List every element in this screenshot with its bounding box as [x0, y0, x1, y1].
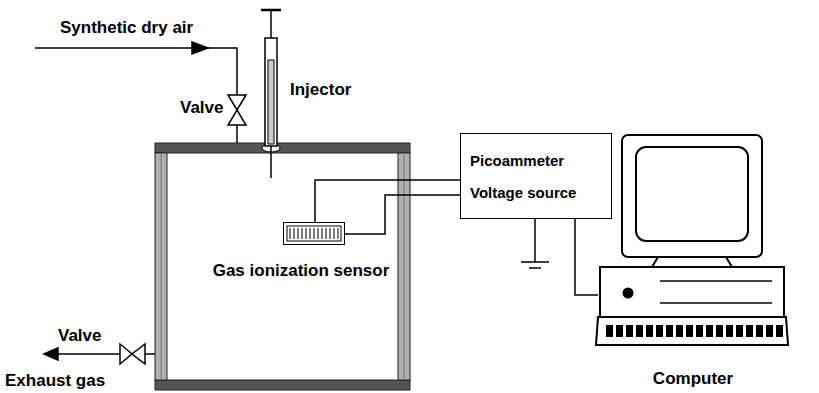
computer-illustration	[596, 135, 788, 345]
node-text: Voltage source	[470, 184, 576, 202]
exhaust-outlet	[44, 344, 155, 364]
node-text: Computer	[598, 369, 788, 389]
node-text: Picoammeter	[470, 152, 564, 170]
valve-label: Valve	[58, 326, 102, 346]
inlet-label: Synthetic dry air	[60, 18, 193, 38]
injector-label: Injector	[290, 80, 351, 100]
node-text: Gas ionization sensor	[211, 261, 392, 281]
outlet-label: Exhaust gas	[5, 371, 105, 391]
wire	[315, 180, 460, 222]
computer: Computer	[598, 133, 788, 391]
valve-label: Valve	[180, 98, 224, 118]
instrument-box: PicoammeterVoltage source	[460, 133, 612, 219]
air-inlet	[35, 42, 246, 143]
ground-symbol	[521, 216, 549, 268]
sensor-electrodes	[287, 226, 341, 241]
gas-ionization-sensor: Gas ionization sensor	[283, 222, 345, 245]
wire	[345, 195, 460, 234]
wire	[575, 219, 598, 295]
injector-syringe	[261, 10, 281, 178]
